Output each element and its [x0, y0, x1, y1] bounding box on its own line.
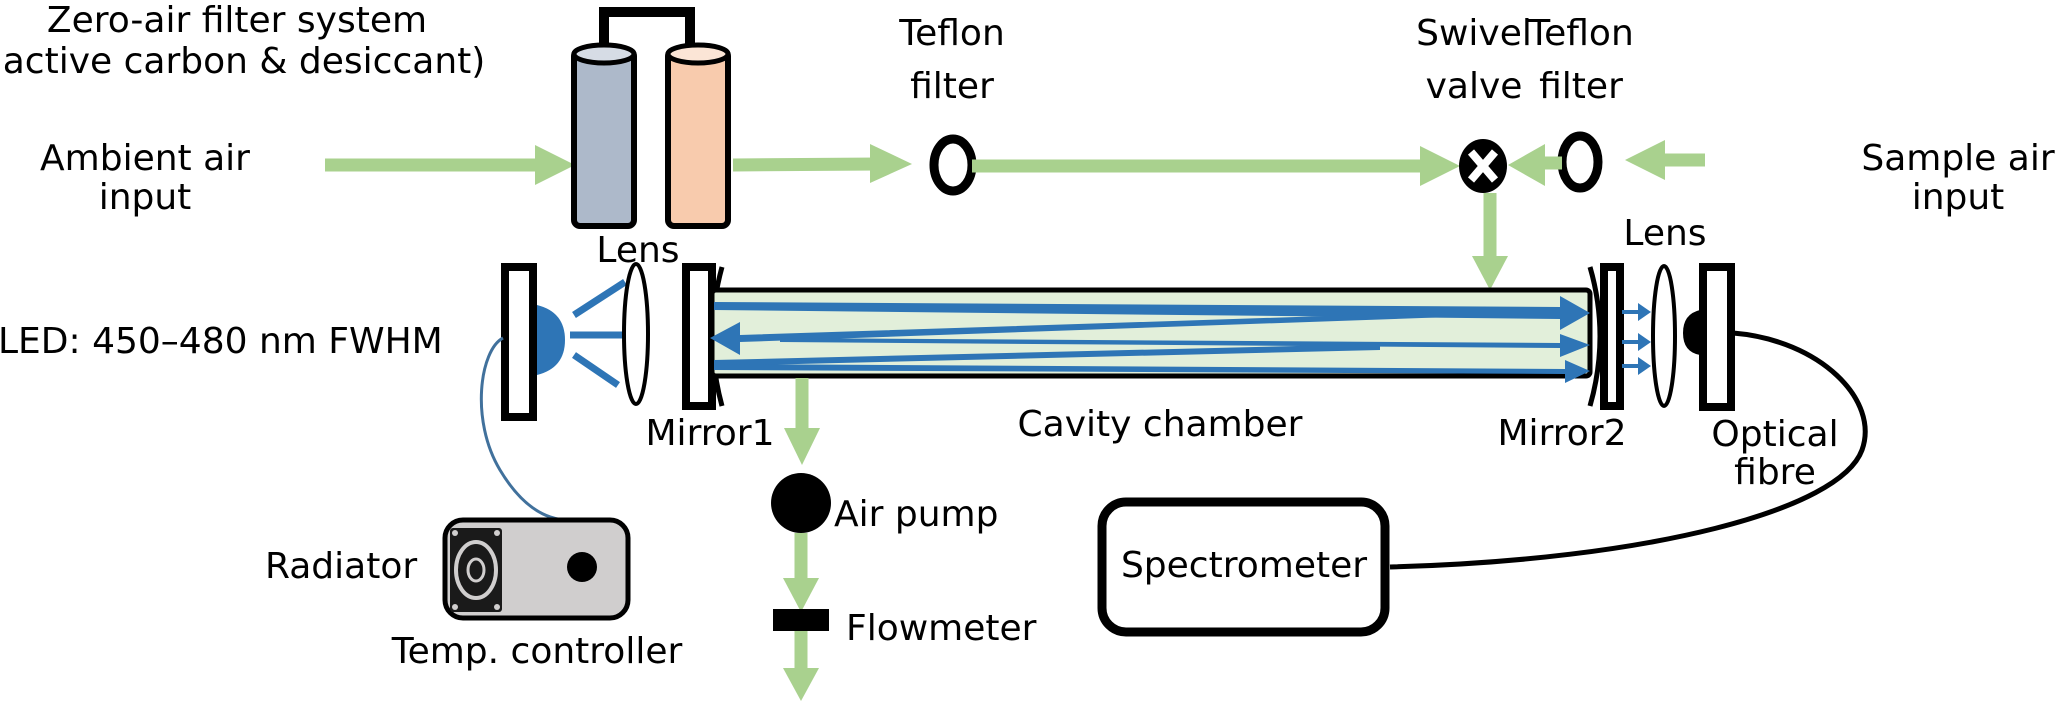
led-label: LED: 450–480 nm FWHM	[0, 321, 443, 362]
led-icon	[537, 305, 565, 375]
valve-to-cavity-arrow	[1472, 193, 1508, 290]
swivel-valve-icon	[1459, 139, 1507, 193]
spectrometer-label: Spectrometer	[1121, 545, 1367, 586]
filter-to-teflon-arrow	[732, 144, 912, 183]
desiccant-filter	[665, 42, 731, 229]
teflon-to-valve-left-arrow	[1508, 144, 1562, 186]
optical-fibre-cable	[1389, 330, 1868, 570]
spectrometer-box	[1097, 497, 1390, 637]
sample-label-line2: input	[1912, 177, 2005, 218]
flowmeter-icon	[773, 609, 829, 631]
optical-fibre-label-line1: Optical	[1711, 414, 1838, 455]
ambient-label-line2: input	[99, 177, 192, 218]
radiator-fan-icon	[450, 528, 502, 612]
cavity-chamber-label: Cavity chamber	[1018, 404, 1303, 445]
lens-right	[1651, 264, 1677, 408]
mirror2-label: Mirror2	[1498, 413, 1627, 454]
mirror1-label: Mirror1	[646, 413, 775, 454]
zero-air-filter-system	[571, 7, 731, 229]
air-pump-label: Air pump	[834, 494, 998, 535]
pump-to-flowmeter-arrow	[783, 533, 819, 612]
cavity-beams	[710, 296, 1590, 383]
led-mount	[501, 263, 565, 421]
lens-left	[622, 262, 650, 406]
radiator-label: Radiator	[265, 546, 417, 587]
teflon-filter-1-label-line2: filter	[910, 66, 994, 107]
lens-left-label: Lens	[596, 230, 679, 271]
controller-knob-icon	[567, 552, 597, 582]
ambient-label-line1: Ambient air	[40, 138, 250, 179]
teflon-filter-1-label-line1: Teflon	[898, 13, 1005, 54]
flowmeter-label: Flowmeter	[846, 608, 1037, 649]
temp-controller	[442, 517, 631, 621]
swivel-valve-label-line2: valve	[1426, 66, 1523, 107]
air-pump-icon	[771, 473, 831, 533]
fibre-coupler	[1683, 263, 1735, 411]
teflon-filter-2-label-line2: filter	[1539, 66, 1623, 107]
sample-label-line1: Sample air	[1861, 138, 2054, 179]
temp-controller-label: Temp. controller	[391, 631, 683, 672]
optical-fibre-label-line2: fibre	[1734, 452, 1816, 493]
swivel-valve-label-line1: Swivel	[1416, 13, 1532, 54]
sample-to-teflon-arrow	[1625, 140, 1705, 180]
exhaust-arrow	[783, 631, 819, 701]
zero-air-label-line1: Zero-air filter system	[47, 0, 427, 41]
teflon-to-valve-arrow	[972, 146, 1460, 186]
ambient-air-arrow	[325, 145, 575, 185]
zero-air-label-line2: (active carbon & desiccant)	[0, 41, 485, 82]
teflon-filter-2	[1557, 131, 1603, 193]
active-carbon-filter	[571, 42, 637, 229]
teflon-filter-2-label-line1: Teflon	[1527, 13, 1634, 54]
lens-right-label: Lens	[1623, 213, 1706, 254]
cavity-exhaust-arrow	[784, 378, 820, 465]
output-beams	[1622, 303, 1651, 375]
mirror-2	[1587, 263, 1624, 410]
teflon-filter-1	[929, 134, 977, 196]
